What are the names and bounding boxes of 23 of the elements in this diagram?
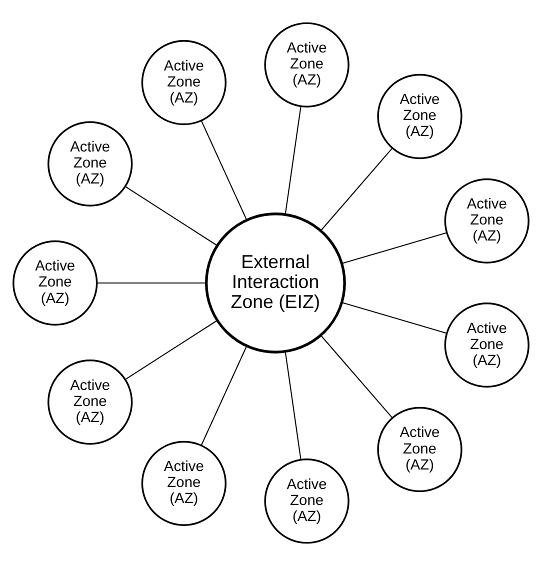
node-circle: Active Zone (AZ) xyxy=(377,406,462,492)
connector xyxy=(200,345,248,445)
node-circle: Active Zone (AZ) xyxy=(444,302,530,388)
connector xyxy=(200,120,248,220)
node-circle: Active Zone (AZ) xyxy=(377,73,462,159)
node-circle: Active Zone (AZ) xyxy=(48,359,133,444)
connector xyxy=(342,301,447,334)
connector xyxy=(125,319,218,380)
node-circle: Active Zone (AZ) xyxy=(141,40,227,125)
connector xyxy=(97,282,206,284)
connector xyxy=(342,232,447,264)
connector xyxy=(284,106,302,214)
connector xyxy=(125,186,218,246)
node-circle: Active Zone (AZ) xyxy=(48,120,133,206)
connector xyxy=(320,147,393,231)
node-circle: Active Zone (AZ) xyxy=(12,240,98,326)
node-circle: Active Zone (AZ) xyxy=(444,178,530,263)
connector xyxy=(284,350,302,460)
node-circle: Active Zone (AZ) xyxy=(264,22,350,107)
node-circle: Active Zone (AZ) xyxy=(141,440,227,526)
node-circle: External Interaction Zone (EIZ) xyxy=(205,212,346,353)
connector xyxy=(320,334,393,418)
node-circle: Active Zone (AZ) xyxy=(264,458,350,544)
